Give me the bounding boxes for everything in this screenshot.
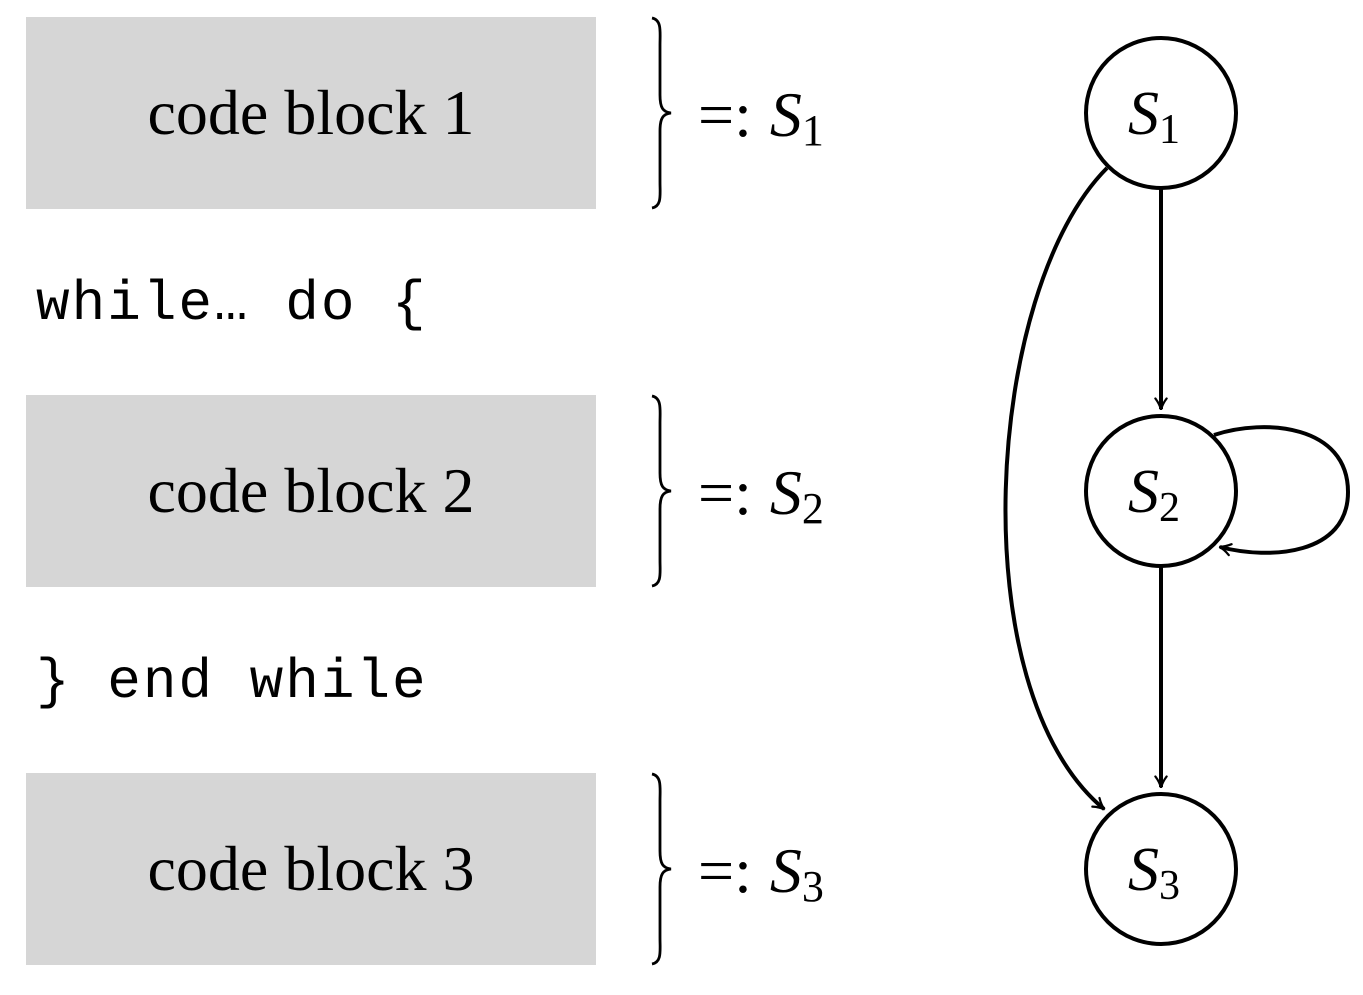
brace-2: [651, 394, 672, 588]
code-block-2: code block 2: [26, 395, 596, 587]
code-block-3-label: code block 3: [147, 833, 475, 904]
assign-label-3: =:S3: [698, 835, 824, 911]
code-block-3: code block 3: [26, 773, 596, 965]
node-s1-label: S1: [1128, 80, 1180, 153]
brace-1: [651, 16, 672, 210]
node-s2-label: S2: [1128, 458, 1180, 531]
node-s3-label: S3: [1128, 836, 1180, 909]
assign-label-2: =:S2: [698, 457, 824, 533]
edge-s2-self-loop: [1213, 425, 1351, 557]
end-while-line: } end while: [36, 650, 428, 714]
edge-s1-s3: [1003, 166, 1109, 811]
assign-label-1: =:S1: [698, 79, 824, 155]
node-s2: S2: [1084, 414, 1238, 568]
node-s1: S1: [1084, 36, 1238, 190]
code-block-1: code block 1: [26, 17, 596, 209]
while-open-line: while… do {: [36, 272, 428, 336]
code-block-1-label: code block 1: [147, 77, 475, 148]
brace-3: [651, 772, 672, 966]
code-block-2-label: code block 2: [147, 455, 475, 526]
node-s3: S3: [1084, 792, 1238, 946]
